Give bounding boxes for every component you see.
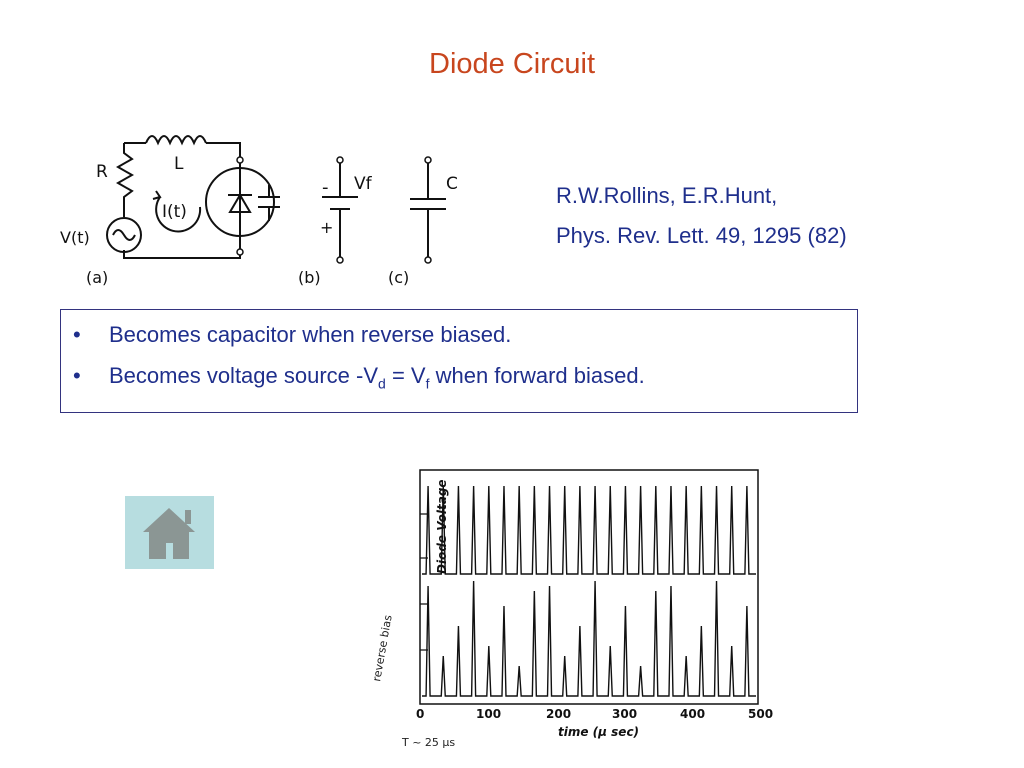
label-i: I(t) (162, 202, 187, 222)
label-c: (c) (388, 268, 409, 287)
x-tick: 0 (416, 707, 424, 721)
x-tick: 300 (612, 707, 637, 721)
home-icon (143, 508, 195, 559)
handwritten-annotation-bottom: T ~ 25 μs (401, 736, 455, 749)
x-tick: 100 (476, 707, 501, 721)
voltage-plot: Diode Voltage 0 100 200 300 400 500 time… (370, 469, 773, 749)
reference-authors: R.W.Rollins, E.R.Hunt, (556, 183, 778, 208)
x-tick: 400 (680, 707, 705, 721)
bullet-item: •Becomes voltage source -Vd = Vf when fo… (73, 363, 645, 392)
label-vf: Vf (354, 174, 373, 194)
label-r: R (96, 162, 108, 182)
label-plus: + (320, 218, 333, 237)
label-l: L (174, 154, 184, 174)
bullet-box: •Becomes capacitor when reverse biased. … (60, 309, 858, 413)
trace-upper (422, 485, 756, 575)
home-button[interactable] (125, 496, 214, 569)
label-minus: - (322, 177, 329, 198)
x-axis-label: time (μ sec) (558, 725, 639, 739)
label-c-symbol: C (446, 174, 458, 194)
bullet-item: •Becomes capacitor when reverse biased. (73, 322, 512, 347)
handwritten-annotation-left: reverse bias (370, 614, 395, 683)
label-v: V(t) (60, 228, 90, 247)
reference-citation: Phys. Rev. Lett. 49, 1295 (82) (556, 223, 847, 248)
label-a: (a) (86, 268, 108, 287)
x-tick: 500 (748, 707, 773, 721)
reference: R.W.Rollins, E.R.Hunt, Phys. Rev. Lett. … (556, 176, 847, 256)
x-tick: 200 (546, 707, 571, 721)
label-b: (b) (298, 268, 321, 287)
circuit-diagram: R L I(t) V(t) (a) - + Vf (b) C (c) (60, 135, 458, 287)
trace-lower (422, 580, 756, 697)
slide-title: Diode Circuit (429, 48, 595, 80)
y-axis-label: Diode Voltage (435, 479, 449, 574)
